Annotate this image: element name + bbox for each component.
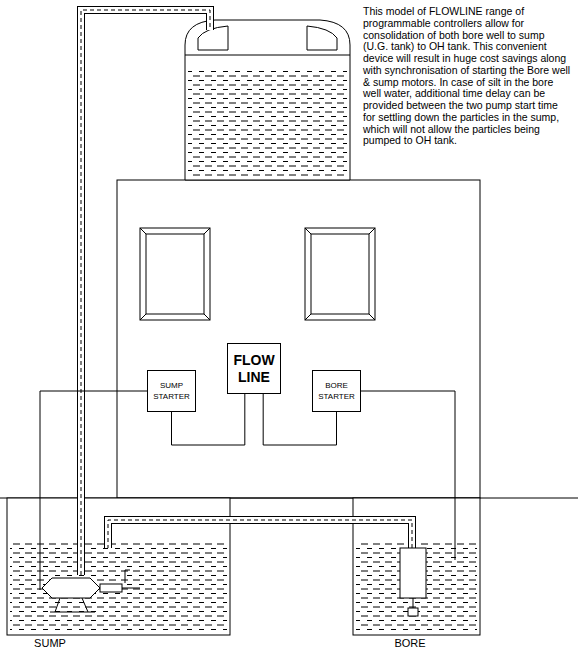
bore-pump [400,548,426,616]
wire [40,391,148,590]
description-note: This model of FLOWLINE range of programm… [363,6,571,147]
wire [360,391,455,560]
sump-label: SUMP [20,637,80,650]
node-text: SUMP STARTER [150,380,193,402]
overhead-tank [185,20,350,180]
bore-label: BORE [380,637,440,650]
controller-box: FLOW LINE [227,343,281,394]
building [117,180,480,498]
pipe [81,10,412,575]
window [140,228,375,320]
node-text: FLOW LINE [230,352,278,384]
sump-pump [42,570,140,612]
starter-box: SUMP STARTER [147,370,196,412]
starter-box: BORE STARTER [312,370,361,412]
node-text: BORE STARTER [315,380,358,402]
